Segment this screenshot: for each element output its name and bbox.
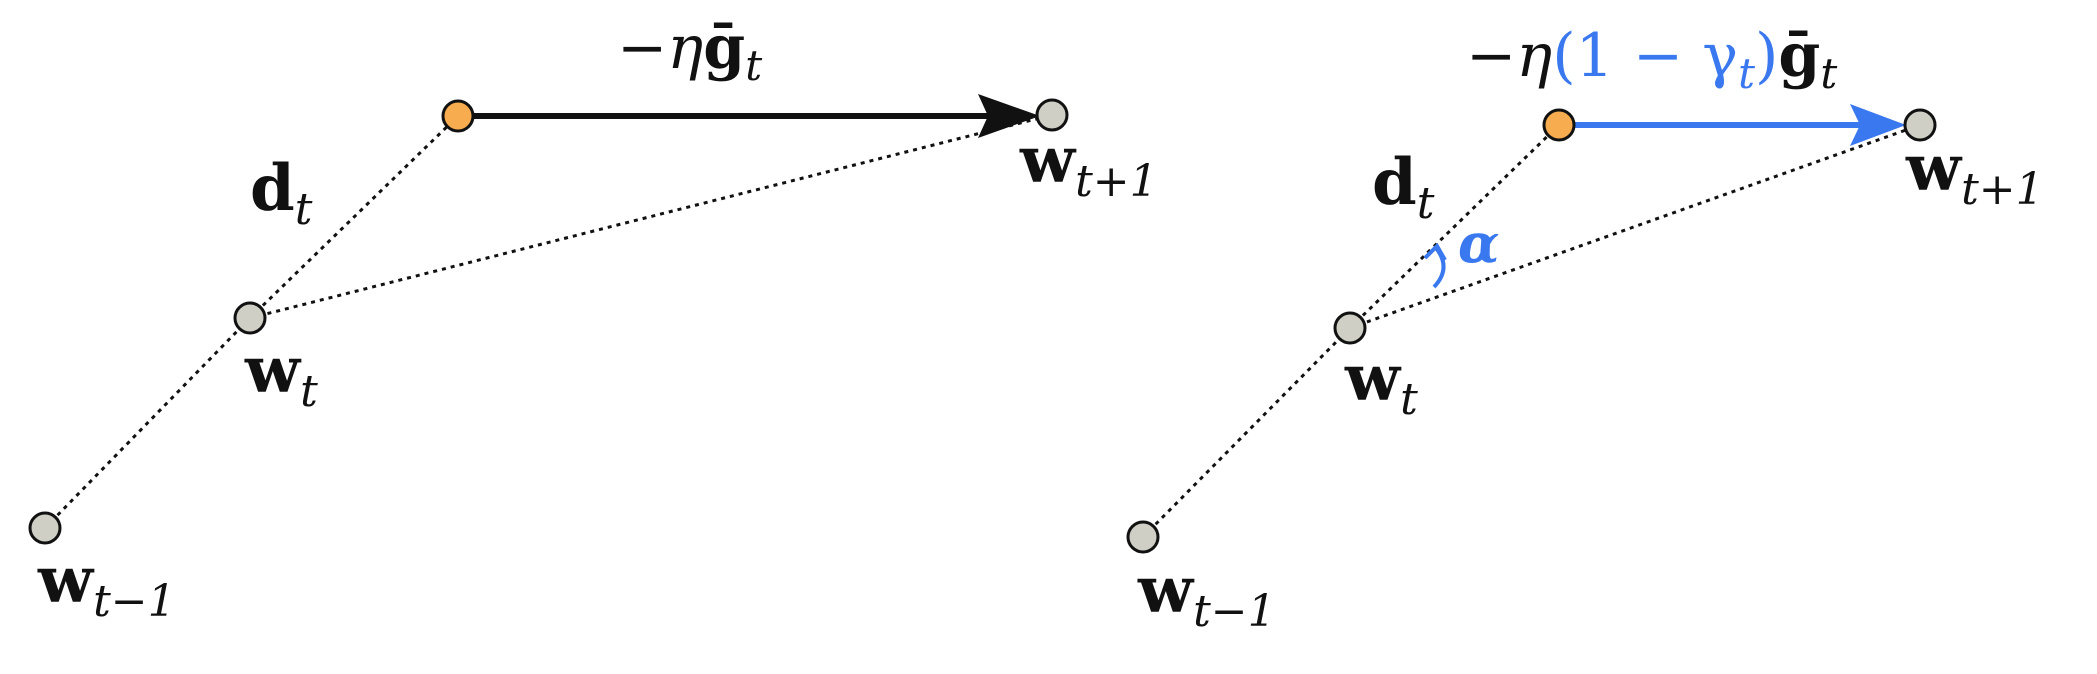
left-w-t-label: wt — [244, 333, 318, 417]
left-w-next-label: wt+1 — [1019, 123, 1158, 207]
right-node-w-t — [1333, 311, 1367, 345]
right-path-prev-to-wt — [1141, 326, 1352, 539]
right-panel: −η(1 − γt)ḡt dt α wt wt+1 wt−1 — [1126, 21, 2044, 637]
right-node-w-next — [1903, 108, 1937, 142]
left-node-momentum — [441, 99, 475, 133]
left-panel: −ηḡt dt wt wt+1 wt−1 — [28, 13, 1158, 627]
right-node-w-prev — [1126, 520, 1160, 554]
left-node-w-t — [233, 301, 267, 335]
right-d-label: dt — [1372, 145, 1435, 229]
right-node-momentum — [1542, 108, 1576, 142]
left-w-prev-label: wt−1 — [37, 543, 176, 627]
right-w-prev-label: wt−1 — [1137, 553, 1276, 637]
right-alpha-label: α — [1458, 211, 1500, 275]
right-w-next-label: wt+1 — [1905, 131, 2044, 215]
left-d-label: dt — [250, 151, 313, 235]
right-gradient-arrowhead — [1850, 104, 1906, 146]
left-update-label: −ηḡt — [617, 13, 762, 90]
right-w-t-label: wt — [1344, 341, 1418, 425]
left-node-w-next — [1035, 98, 1069, 132]
right-angle-arc-tip — [1423, 242, 1447, 261]
right-path-wt-to-momentum — [1348, 123, 1561, 330]
left-gradient-arrowhead — [978, 94, 1040, 138]
right-path-wt-to-next — [1349, 123, 1921, 330]
left-path-prev-to-wt — [43, 316, 252, 530]
right-update-label: −η(1 − γt)ḡt — [1466, 21, 1837, 98]
left-path-wt-to-next — [249, 113, 1053, 320]
left-node-w-prev — [28, 511, 62, 545]
left-path-wt-to-momentum — [248, 114, 460, 320]
